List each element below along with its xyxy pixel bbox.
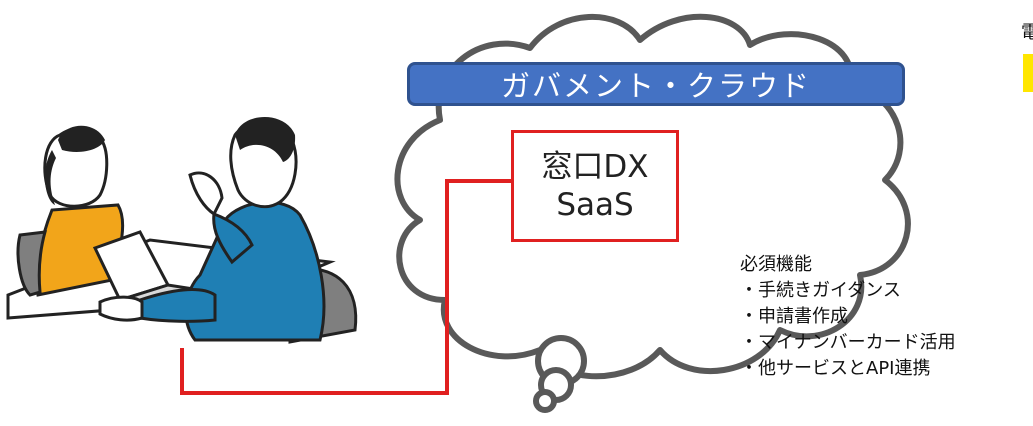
saas-box-line2: SaaS [556, 187, 634, 223]
consultation-illustration [6, 116, 358, 344]
requirement-item: 他サービスとAPI連携 [740, 356, 956, 382]
saas-box: 窓口DX SaaS [511, 130, 679, 242]
cropped-highlight-box [1023, 54, 1033, 92]
cloud-title-banner: ガバメント・クラウド [407, 62, 905, 106]
requirement-item: 手続きガイダンス [740, 278, 956, 304]
connector-line [180, 179, 512, 395]
man-figure [98, 116, 358, 344]
requirements-list: 必須機能 手続きガイダンス 申請書作成 マイナンバーカード活用 他サービスとAP… [740, 252, 956, 382]
woman-figure [16, 125, 125, 297]
requirement-item: 申請書作成 [740, 304, 956, 330]
cloud-title-text: ガバメント・クラウド [500, 69, 811, 103]
cropped-edge-text: 電 [1021, 22, 1033, 43]
requirements-heading: 必須機能 [740, 254, 812, 275]
requirement-item: マイナンバーカード活用 [740, 330, 956, 356]
saas-box-line1: 窓口DX [541, 149, 649, 185]
